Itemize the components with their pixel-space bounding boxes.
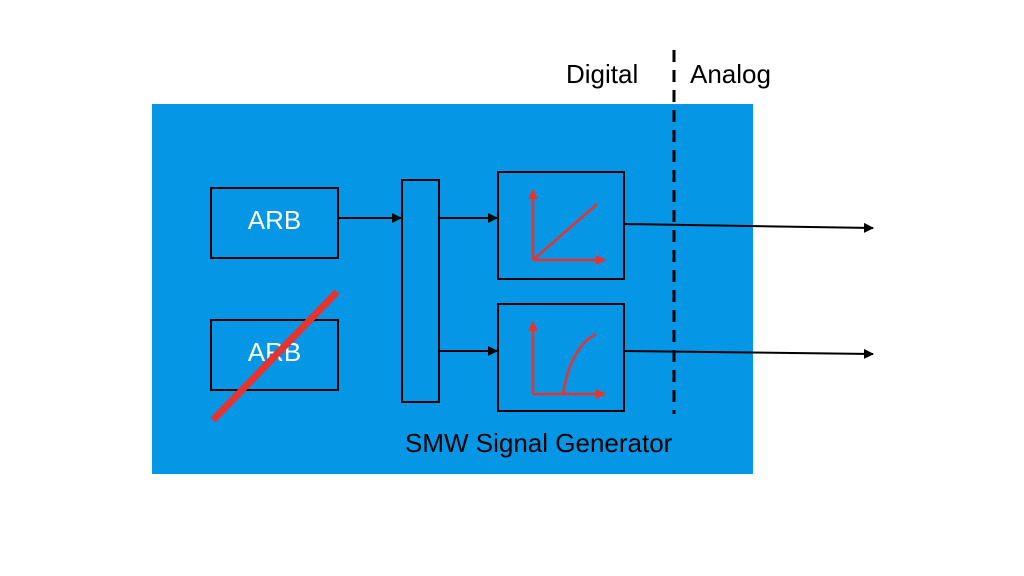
digital-label: Digital [566,59,638,89]
upper-converter-block [497,171,625,280]
arb-top-label: ARB [248,205,301,235]
generator-caption: SMW Signal Generator [405,428,673,458]
arb-block-top: ARB [210,187,339,259]
output-arrow-upper [623,222,874,233]
linear-ramp-icon [528,189,606,265]
analog-label: Analog [690,59,771,89]
generator-panel [152,104,753,474]
lower-converter-block [497,303,625,412]
disabled-strike-line [210,289,340,423]
signal-router [401,179,440,403]
output-arrow-lower [623,348,874,359]
rising-curve-icon [528,321,606,399]
